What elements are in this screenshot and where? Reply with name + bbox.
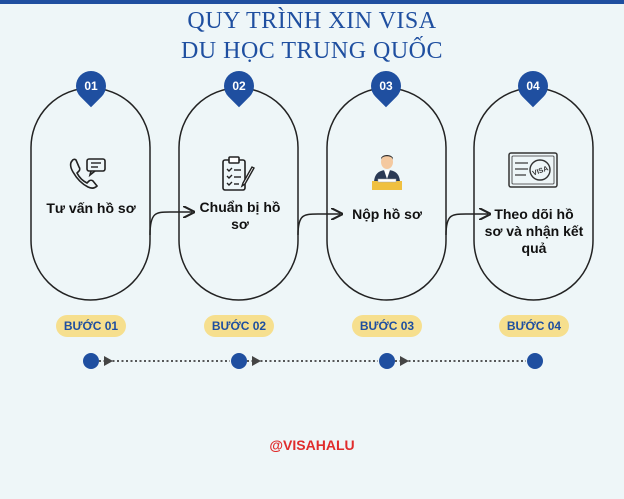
step-2-badge: BƯỚC 02 [204, 315, 274, 337]
step-3-number: 03 [379, 79, 393, 93]
timeline-dot-2 [231, 353, 247, 369]
step-1-capsule [30, 87, 151, 301]
step-1-number: 01 [84, 79, 98, 93]
timeline-dot-1 [83, 353, 99, 369]
visa-document-icon: VISA [508, 152, 558, 188]
svg-text:VISA: VISA [532, 165, 550, 177]
step-1-label: Tư vấn hồ sơ [46, 200, 136, 216]
top-accent-bar [0, 0, 624, 4]
step-2-capsule [178, 87, 299, 301]
step-2-label: Chuẩn bị hồ sơ [199, 199, 281, 232]
step-3-label: Nộp hồ sơ [352, 206, 422, 222]
step-1-badge: BƯỚC 01 [56, 315, 126, 337]
timeline-arrow-1 [104, 356, 113, 366]
step-3-badge: BƯỚC 03 [352, 315, 422, 337]
brand-handle: @VISAHALU [269, 437, 355, 453]
connector-2-3 [297, 214, 340, 236]
officer-at-desk-icon [372, 155, 402, 190]
step-4-badge: BƯỚC 04 [499, 315, 569, 337]
timeline-dot-3 [379, 353, 395, 369]
title-line-2: DU HỌC TRUNG QUỐC [180, 38, 444, 64]
step-4-number: 04 [526, 79, 540, 93]
step-4-capsule [473, 87, 594, 301]
timeline-dot-4 [527, 353, 543, 369]
title-line-1: QUY TRÌNH XIN VISA [187, 8, 437, 34]
connector-1-2 [149, 212, 192, 236]
step-3-capsule [326, 87, 447, 301]
clipboard-checklist-icon [222, 156, 255, 191]
timeline-arrow-3 [400, 356, 409, 366]
timeline-arrow-2 [252, 356, 261, 366]
page-title: QUY TRÌNH XIN VISA DU HỌC TRUNG QUỐC [0, 6, 624, 66]
step-2-number: 02 [232, 79, 246, 93]
step-4-label: Theo dõi hồ sơ và nhận kết quả [484, 206, 584, 256]
phone-chat-icon [69, 158, 106, 189]
connector-3-4 [445, 214, 488, 236]
